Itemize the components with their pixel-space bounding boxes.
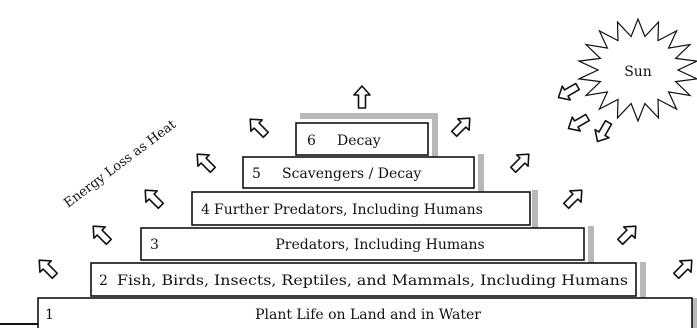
sun-icon bbox=[576, 17, 697, 123]
level-1-text: Plant Life on Land and in Water bbox=[255, 307, 481, 323]
level-5-box bbox=[242, 156, 475, 189]
level-3: 3 Predators, Including Humans bbox=[140, 227, 585, 261]
energy-loss-label: Energy Loss as Heat bbox=[61, 117, 179, 211]
level-4-text: Further Predators, Including Humans bbox=[214, 202, 483, 218]
level-5: 5 Scavengers / Decay bbox=[242, 156, 475, 189]
level-4-shadow-side bbox=[532, 190, 538, 230]
level-6-text: Decay bbox=[337, 133, 381, 149]
level-1-box bbox=[37, 297, 693, 328]
sun-ray-arrow-3-icon bbox=[594, 119, 613, 143]
level-6: 6 Decay bbox=[295, 122, 429, 156]
arrow-right-4-icon bbox=[562, 189, 583, 210]
arrow-left-5-icon bbox=[196, 153, 217, 174]
level-3-shadow-side bbox=[588, 226, 594, 267]
level-3-number: 3 bbox=[150, 237, 159, 253]
sun: Sun bbox=[576, 17, 697, 123]
pyramid-shadows bbox=[300, 113, 697, 328]
level-6-box bbox=[295, 122, 429, 156]
arrow-right-2-icon bbox=[672, 259, 693, 280]
level-4-box bbox=[191, 191, 531, 226]
level-2-number: 2 bbox=[99, 273, 108, 289]
level-1-shadow-side bbox=[692, 298, 697, 328]
arrow-left-2-icon bbox=[38, 259, 59, 280]
arrow-right-6-icon bbox=[450, 117, 471, 138]
level-6-shadow bbox=[300, 113, 438, 119]
level-4-number: 4 bbox=[201, 202, 210, 218]
arrow-up-top-icon bbox=[353, 85, 371, 109]
level-2: 2 Fish, Birds, Insects, Reptiles, and Ma… bbox=[90, 262, 637, 297]
sun-ray-arrow-1-icon bbox=[557, 82, 581, 101]
level-5-number: 5 bbox=[252, 166, 261, 182]
level-6-shadow-side bbox=[432, 113, 438, 160]
level-5-shadow-side bbox=[478, 154, 484, 194]
level-3-text: Predators, Including Humans bbox=[275, 237, 484, 253]
level-4: 4 Further Predators, Including Humans bbox=[191, 191, 531, 226]
heat-arrows bbox=[38, 82, 693, 280]
arrow-left-4-icon bbox=[144, 189, 165, 210]
sun-label: Sun bbox=[624, 64, 652, 80]
level-3-box bbox=[140, 227, 585, 261]
arrow-right-5-icon bbox=[509, 153, 530, 174]
sun-ray-arrow-2-icon bbox=[567, 113, 591, 132]
arrow-right-3-icon bbox=[616, 225, 637, 246]
arrow-left-3-icon bbox=[92, 225, 113, 246]
level-5-text: Scavengers / Decay bbox=[282, 166, 421, 182]
level-2-shadow-side bbox=[640, 262, 646, 302]
level-1: 1 Plant Life on Land and in Water bbox=[37, 297, 693, 328]
level-1-number: 1 bbox=[45, 307, 54, 323]
level-2-box bbox=[90, 262, 637, 297]
arrow-left-6-icon bbox=[249, 118, 270, 139]
level-2-text: Fish, Birds, Insects, Reptiles, and Mamm… bbox=[117, 273, 628, 289]
level-6-number: 6 bbox=[307, 133, 316, 149]
